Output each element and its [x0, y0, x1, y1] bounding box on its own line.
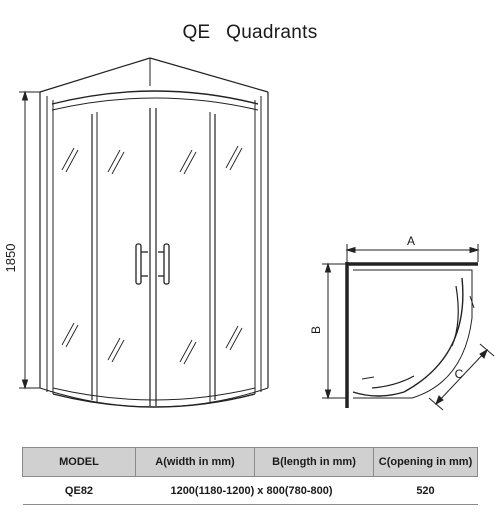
door-handles — [135, 243, 170, 285]
table-row: QE82 1200(1180-1200) x 800(780-800) 520 — [22, 476, 478, 505]
spec-table-header-row: MODEL A(width in mm) B(length in mm) C(o… — [22, 447, 478, 477]
dimension-c-label: C — [455, 367, 464, 381]
dimension-b — [322, 262, 347, 400]
cell-opening: 520 — [373, 476, 478, 505]
dimension-c — [428, 343, 495, 411]
dimension-b-label: B — [309, 326, 323, 334]
dimension-a — [345, 244, 480, 262]
dimension-a-label: A — [407, 234, 415, 248]
cell-model: QE82 — [22, 476, 136, 505]
height-dimension — [19, 90, 40, 390]
header-width: A(width in mm) — [135, 447, 255, 477]
page-title: QE Quadrants — [0, 22, 500, 44]
header-length: B(length in mm) — [254, 447, 374, 477]
title-model: QE — [182, 22, 211, 43]
title-name: Quadrants — [226, 22, 318, 43]
spec-table: MODEL A(width in mm) B(length in mm) C(o… — [22, 447, 478, 505]
cell-dimensions: 1200(1180-1200) x 800(780-800) — [135, 476, 374, 505]
header-opening: C(opening in mm) — [373, 447, 478, 477]
height-label: 1850 — [3, 244, 18, 273]
shower-elevation — [39, 57, 269, 408]
header-model: MODEL — [22, 447, 136, 477]
plan-view — [345, 262, 478, 408]
